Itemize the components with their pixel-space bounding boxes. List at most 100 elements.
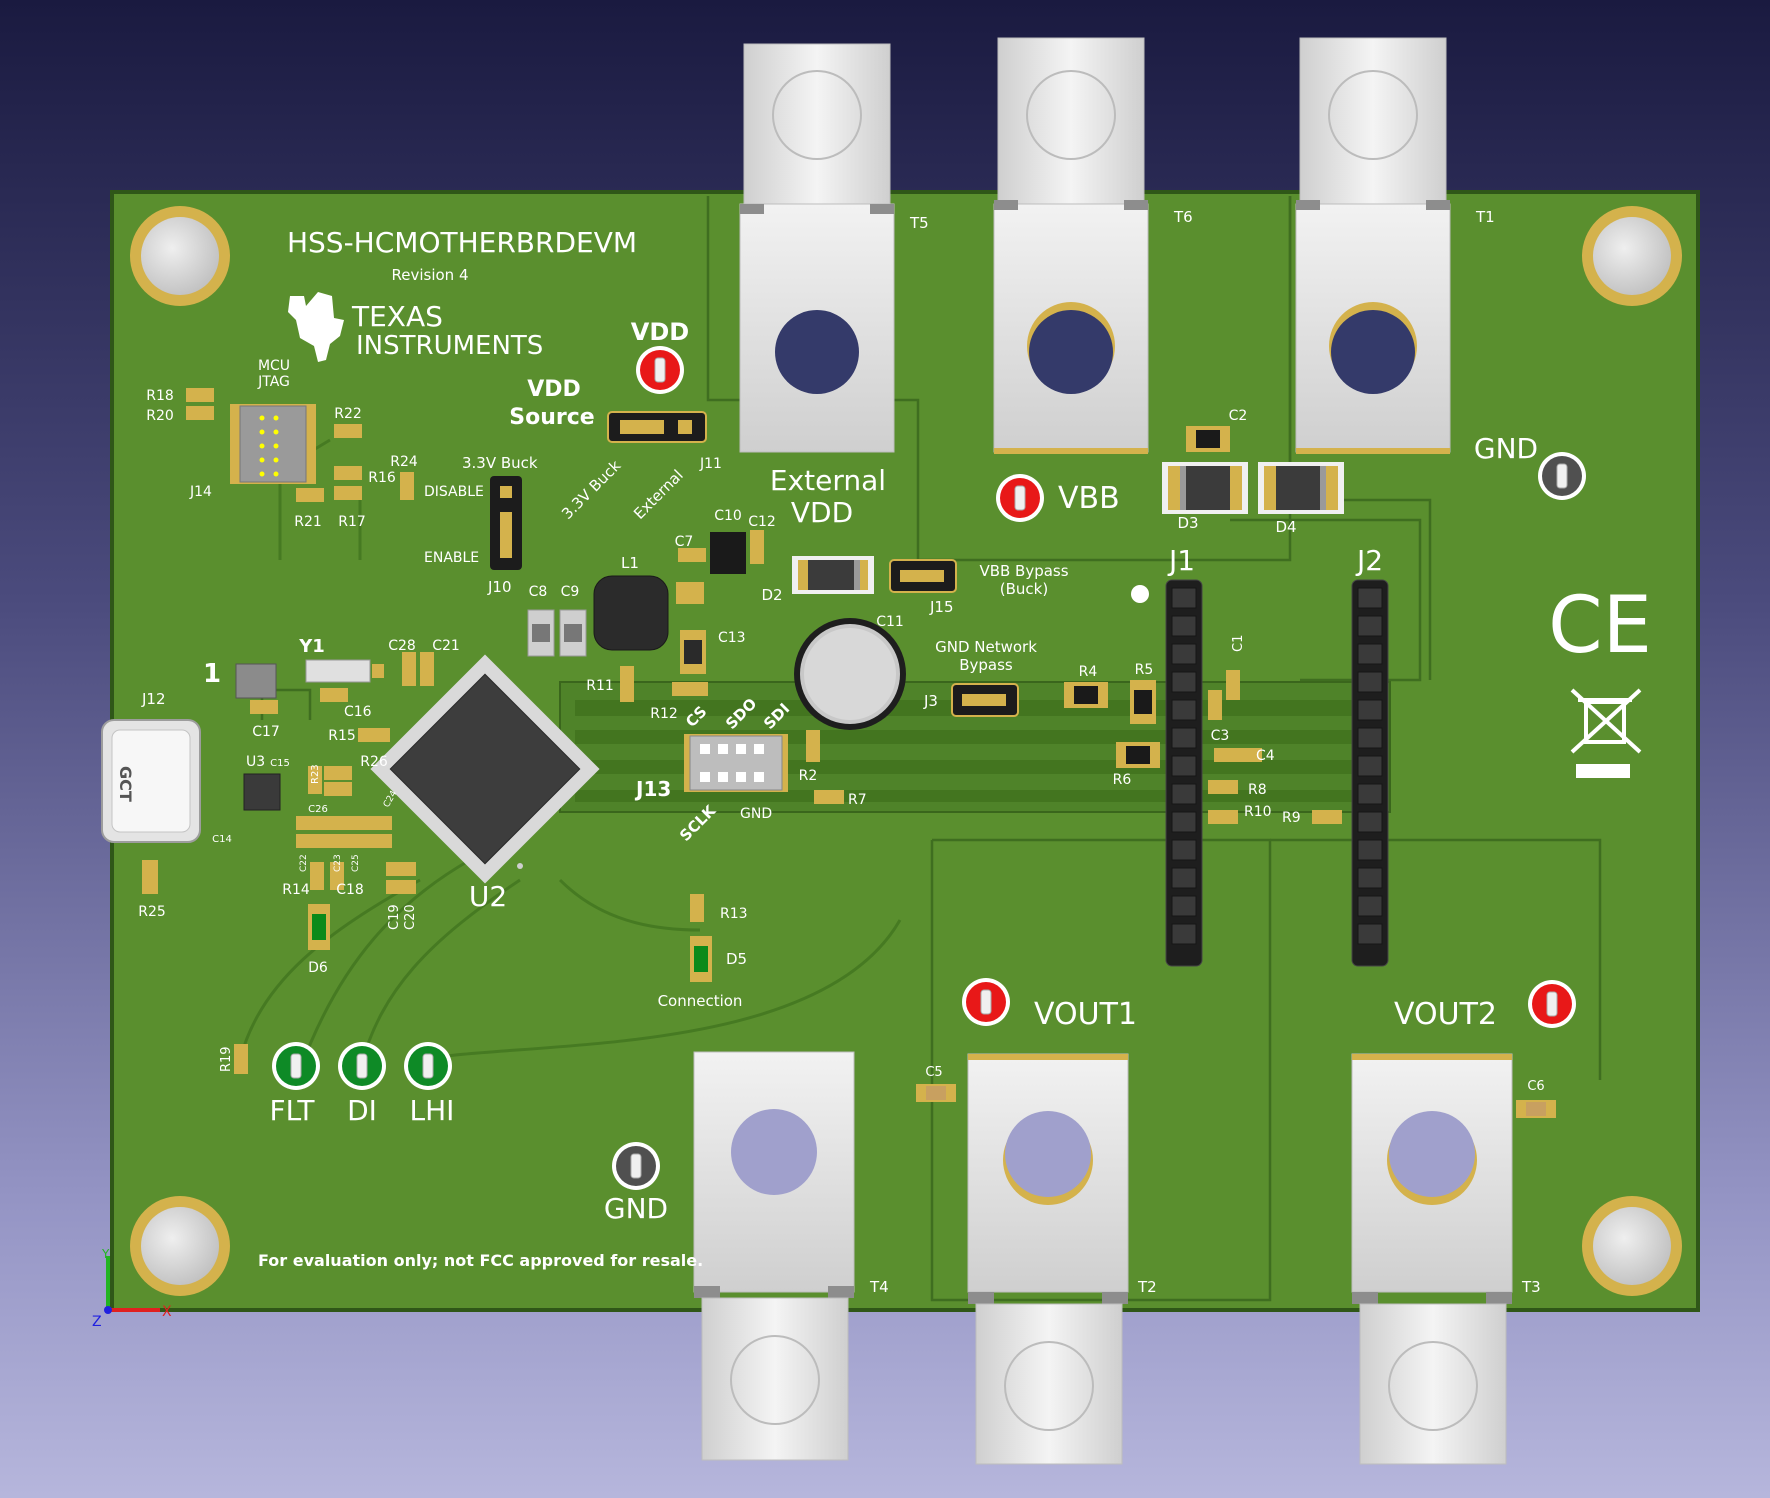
designator-c26: C26	[308, 804, 328, 815]
brand-line2: INSTRUMENTS	[356, 331, 543, 361]
designator-r18: R18	[146, 388, 174, 404]
testpoint-flt[interactable]	[272, 1042, 320, 1090]
designator-j2: J2	[1355, 544, 1383, 577]
designator-c25: C25	[351, 854, 361, 872]
label-3v3-buck: 3.3V Buck	[462, 454, 538, 472]
designator-u3: U3	[246, 754, 265, 770]
led-d6	[308, 904, 330, 950]
testpoint-di[interactable]	[338, 1042, 386, 1090]
usb-label: GCT	[116, 766, 135, 802]
testpoint-label-vout1: VOUT1	[1034, 997, 1137, 1032]
designator-j14: J14	[189, 484, 212, 500]
terminal-t5[interactable]	[739, 43, 895, 453]
terminal-t1[interactable]	[1295, 37, 1451, 454]
designator-r6: R6	[1113, 772, 1132, 788]
weee-bin-icon	[1570, 688, 1642, 778]
label-vdd-source-2: Source	[509, 405, 594, 430]
testpoint-gnd-bottom[interactable]	[612, 1142, 660, 1190]
diode-d3	[1162, 462, 1248, 514]
jumper-j10[interactable]	[490, 476, 522, 570]
designator-d5: D5	[726, 950, 747, 968]
mcu-u2[interactable]	[370, 654, 600, 884]
usb-connector-j12[interactable]	[101, 719, 201, 843]
axis-label-y: Y	[101, 1247, 110, 1261]
mounting-hole	[1593, 217, 1671, 295]
designator-t4: T4	[869, 1278, 889, 1296]
designator-t2: T2	[1137, 1278, 1157, 1296]
brand-line1: TEXAS	[351, 300, 443, 333]
designator-j11: J11	[699, 456, 722, 472]
terminal-t2[interactable]	[967, 1053, 1129, 1465]
resistor-r5	[1130, 680, 1156, 724]
jumper-j15[interactable]	[889, 559, 957, 593]
resistor-r6	[1116, 742, 1160, 768]
terminal-hole	[775, 310, 859, 394]
mounting-hole	[141, 1207, 219, 1285]
designator-c9: C9	[561, 584, 580, 600]
testpoint-gnd-top[interactable]	[1538, 452, 1586, 500]
label-vdd-source-1: VDD	[527, 377, 581, 402]
small-passives	[142, 388, 1342, 1074]
label-mcu-jtag-2: JTAG	[257, 374, 290, 390]
testpoint-vout2[interactable]	[1528, 980, 1576, 1028]
designator-r16: R16	[368, 470, 396, 486]
testpoint-label-flt: FLT	[270, 1094, 316, 1127]
terminal-t6[interactable]	[993, 37, 1149, 454]
designator-r5: R5	[1135, 662, 1154, 678]
designator-r12: R12	[650, 706, 678, 722]
terminal-t3[interactable]	[1351, 1053, 1513, 1465]
pin1-marker	[1131, 585, 1149, 603]
resistor-r4	[1064, 682, 1108, 708]
label-disable: DISABLE	[424, 484, 484, 500]
label-connection: Connection	[658, 992, 743, 1010]
designator-j10: J10	[487, 578, 512, 596]
spi-header-j13[interactable]	[684, 734, 788, 792]
testpoint-lhi[interactable]	[404, 1042, 452, 1090]
inductor-l1	[593, 575, 669, 651]
designator-r2: R2	[799, 768, 818, 784]
designator-j12: J12	[141, 690, 166, 708]
silkscreen-text: HSS-HCMOTHERBRDEVM Revision 4 TEXAS INST…	[92, 208, 1652, 1330]
header-j2[interactable]	[1351, 579, 1389, 967]
ce-mark: CE	[1548, 581, 1652, 671]
ic-u3	[243, 773, 281, 811]
crystal-y1	[305, 659, 384, 683]
disclaimer: For evaluation only; not FCC approved fo…	[258, 1251, 703, 1270]
label-spi-gnd: GND	[740, 806, 772, 822]
jumper-j3[interactable]	[951, 683, 1019, 717]
designator-r9: R9	[1282, 810, 1301, 826]
header-j1[interactable]	[1131, 579, 1203, 967]
designator-c7: C7	[675, 534, 694, 550]
testpoint-vdd[interactable]	[636, 346, 684, 394]
designator-r8: R8	[1248, 782, 1267, 798]
testpoint-vout1[interactable]	[962, 978, 1010, 1026]
designator-t5: T5	[909, 214, 929, 232]
testpoint-label-vdd: VDD	[631, 318, 689, 346]
designator-d6: D6	[308, 960, 328, 976]
capacitor-c9	[559, 609, 587, 657]
terminal-t4[interactable]	[693, 1051, 855, 1461]
testpoint-label-lhi: LHI	[410, 1094, 455, 1127]
jtag-header-j14[interactable]	[230, 404, 316, 484]
jumper-j11[interactable]	[607, 411, 707, 443]
designator-d3: D3	[1177, 514, 1198, 532]
designator-j15: J15	[929, 598, 954, 616]
label-external-vdd-2: VDD	[791, 496, 853, 529]
board-title: HSS-HCMOTHERBRDEVM	[287, 226, 637, 259]
designator-r23: R23	[310, 764, 321, 784]
terminal-hole	[1029, 310, 1113, 394]
testpoint-vbb[interactable]	[996, 474, 1044, 522]
designator-r26: R26	[360, 754, 388, 770]
designator-r13: R13	[720, 906, 748, 922]
designator-c8: C8	[529, 584, 548, 600]
designator-r25: R25	[138, 904, 166, 920]
ti-logo-icon	[288, 292, 344, 362]
mounting-hole	[1593, 1207, 1671, 1285]
capacitor-c13	[680, 630, 706, 674]
ic-near-j12	[235, 663, 277, 699]
designator-l1: L1	[621, 554, 639, 572]
designator-y1: Y1	[298, 636, 325, 657]
designator-u2: U2	[469, 880, 507, 913]
designator-c28: C28	[388, 638, 416, 654]
